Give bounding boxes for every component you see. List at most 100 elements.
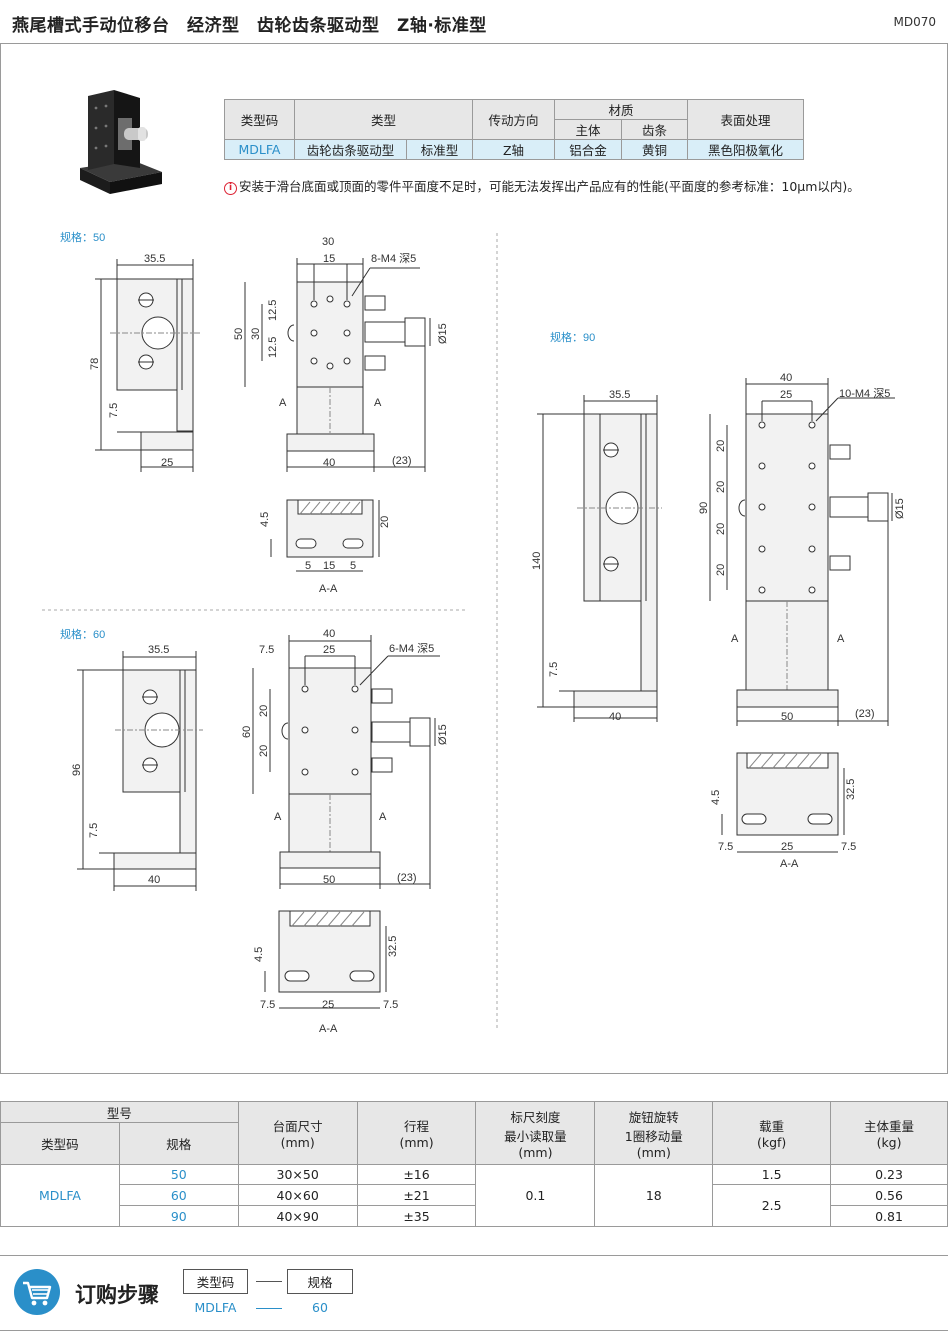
spec-type-2: 标准型 — [406, 139, 473, 160]
size-90-label: 规格：90 — [550, 330, 595, 344]
dim-50-width: 35.5 — [144, 253, 165, 265]
table-type-code: MDLFA — [0, 1164, 120, 1227]
order-box-type-code: 类型码 — [183, 1269, 248, 1294]
dim-90-holes: 10-M4 深5 — [839, 387, 890, 400]
table-area-50: 30×50 — [237, 1164, 358, 1185]
header-stroke: 行程 (mm) — [356, 1101, 477, 1165]
dim-60-top-width: 40 — [323, 628, 335, 640]
table-area-90: 40×90 — [237, 1205, 358, 1227]
spec-drive: Z轴 — [472, 139, 555, 160]
warning-icon: i — [224, 182, 237, 195]
table-knob: 18 — [594, 1164, 714, 1227]
dim-60-base: 40 — [148, 874, 160, 886]
dim-90-knob-dia: Ø15 — [894, 498, 906, 519]
dim-90-top-width: 40 — [780, 372, 792, 384]
dim-50-table-length: 50 — [233, 328, 245, 340]
header-load: 载重 (kgf) — [712, 1101, 832, 1165]
spec-body-material: 铝合金 — [554, 139, 622, 160]
spec-header-drive: 传动方向 — [472, 99, 555, 140]
catalog-code: MD070 — [893, 15, 937, 29]
header-table-size: 台面尺寸 (mm) — [237, 1101, 358, 1165]
spec-header-type: 类型 — [294, 99, 473, 140]
order-value-separator — [256, 1308, 282, 1309]
spec-frame — [0, 43, 948, 1074]
table-size-60: 60 — [118, 1184, 239, 1206]
dim-60-table-length: 60 — [241, 726, 253, 738]
dim-60-knob-offset: (23) — [397, 872, 417, 884]
spec-rack-material: 黄铜 — [621, 139, 688, 160]
header-type-code: 类型码 — [0, 1122, 120, 1165]
table-load-50: 1.5 — [712, 1164, 832, 1185]
dim-90-width: 35.5 — [609, 389, 630, 401]
header-size: 规格 — [118, 1122, 239, 1165]
header-knob: 旋钮旋转 1圈移动量 (mm) — [594, 1101, 714, 1165]
table-weight-50: 0.23 — [830, 1164, 948, 1185]
size-50-side-view: 35.5 78 7.5 25 — [89, 253, 200, 472]
flatness-note-text: 安装于滑台底面或顶面的零件平面度不足时，可能无法发挥出产品应有的性能(平面度的参… — [239, 179, 860, 194]
dim-50-section-height: 20 — [379, 516, 391, 528]
table-area-60: 40×60 — [237, 1184, 358, 1206]
section-a-left-90: A — [731, 633, 739, 645]
dim-90-base: 40 — [609, 711, 621, 723]
spec-header-body: 主体 — [554, 119, 622, 140]
section-a-right-50: A — [374, 397, 382, 409]
dim-90-slot-height: 4.5 — [710, 790, 722, 805]
dim-50-top-width: 30 — [322, 236, 334, 248]
section-aa-60: A-A — [319, 1023, 338, 1035]
dim-90-table-length: 90 — [698, 502, 710, 514]
dim-60-holes: 6-M4 深5 — [389, 642, 434, 655]
dim-50-slot-a: 5 — [305, 560, 311, 572]
dim-50-base: 25 — [161, 457, 173, 469]
dim-50-hole-pitch: 15 — [323, 253, 335, 265]
spec-surface: 黑色阳极氧化 — [687, 139, 804, 160]
section-a-left-60: A — [274, 811, 282, 823]
dim-60-slot-pitch: 25 — [322, 999, 334, 1011]
table-load-60-90: 2.5 — [712, 1184, 832, 1227]
spec-type-code: MDLFA — [224, 139, 295, 160]
dim-90-height: 140 — [531, 552, 543, 570]
dim-50-slot-height: 4.5 — [259, 512, 271, 527]
section-a-right-60: A — [379, 811, 387, 823]
dim-60-base-thickness: 7.5 — [88, 823, 100, 838]
size-60-front-view: 40 25 7.5 6-M4 深5 60 20 20 Ø15 50 (23) A… — [241, 628, 449, 889]
dim-50-base-thickness: 7.5 — [108, 403, 120, 418]
section-aa-90: A-A — [780, 858, 799, 870]
dim-90-pitch-c: 20 — [715, 523, 727, 535]
table-size-50: 50 — [118, 1164, 239, 1185]
product-photo — [80, 90, 162, 194]
table-weight-90: 0.81 — [830, 1205, 948, 1227]
dim-60-pitch-a: 20 — [258, 705, 270, 717]
dim-50-hole-span: 30 — [250, 328, 262, 340]
dim-50-pitch-a: 12.5 — [267, 300, 279, 321]
size-90-side-view: 35.5 140 7.5 40 — [531, 389, 662, 723]
spec-header-type-code: 类型码 — [224, 99, 295, 140]
table-stroke-50: ±16 — [356, 1164, 477, 1185]
order-value-type-code: MDLFA — [194, 1300, 237, 1315]
header-model: 型号 — [0, 1101, 239, 1123]
spec-table: 类型码 类型 传动方向 材质 表面处理 主体 齿条 MDLFA 齿轮齿条驱动型 … — [224, 99, 804, 160]
spec-type-1: 齿轮齿条驱动型 — [294, 139, 407, 160]
order-box-size: 规格 — [287, 1269, 353, 1294]
dim-50-pitch-b: 12.5 — [267, 337, 279, 358]
order-separator — [256, 1281, 282, 1282]
dim-60-width: 35.5 — [148, 644, 169, 656]
dim-90-base-thickness: 7.5 — [548, 662, 560, 677]
dim-60-slot-height: 4.5 — [253, 947, 265, 962]
header-weight: 主体重量 (kg) — [830, 1101, 948, 1165]
table-stroke-90: ±35 — [356, 1205, 477, 1227]
dim-60-base-width: 50 — [323, 874, 335, 886]
table-scale: 0.1 — [475, 1164, 596, 1227]
dim-90-slot-pitch: 25 — [781, 841, 793, 853]
header-scale: 标尺刻度 最小读取量 (mm) — [475, 1101, 596, 1165]
dim-50-height: 78 — [89, 358, 101, 370]
dim-90-slot-b: 7.5 — [841, 841, 856, 853]
technical-drawing: 规格：50 35.5 78 7.5 25 — [42, 230, 906, 1035]
dim-90-base-width: 50 — [781, 711, 793, 723]
dim-60-edge: 7.5 — [259, 644, 274, 656]
size-90-section-view: 4.5 32.5 7.5 25 7.5 A-A — [710, 752, 857, 870]
dim-60-slot-a: 7.5 — [260, 999, 275, 1011]
spec-header-rack: 齿条 — [621, 119, 688, 140]
size-50-front-view: 30 15 8-M4 深5 50 30 12.5 12.5 Ø15 40 (23… — [233, 236, 449, 472]
order-steps-title: 订购步骤 — [75, 1283, 159, 1307]
